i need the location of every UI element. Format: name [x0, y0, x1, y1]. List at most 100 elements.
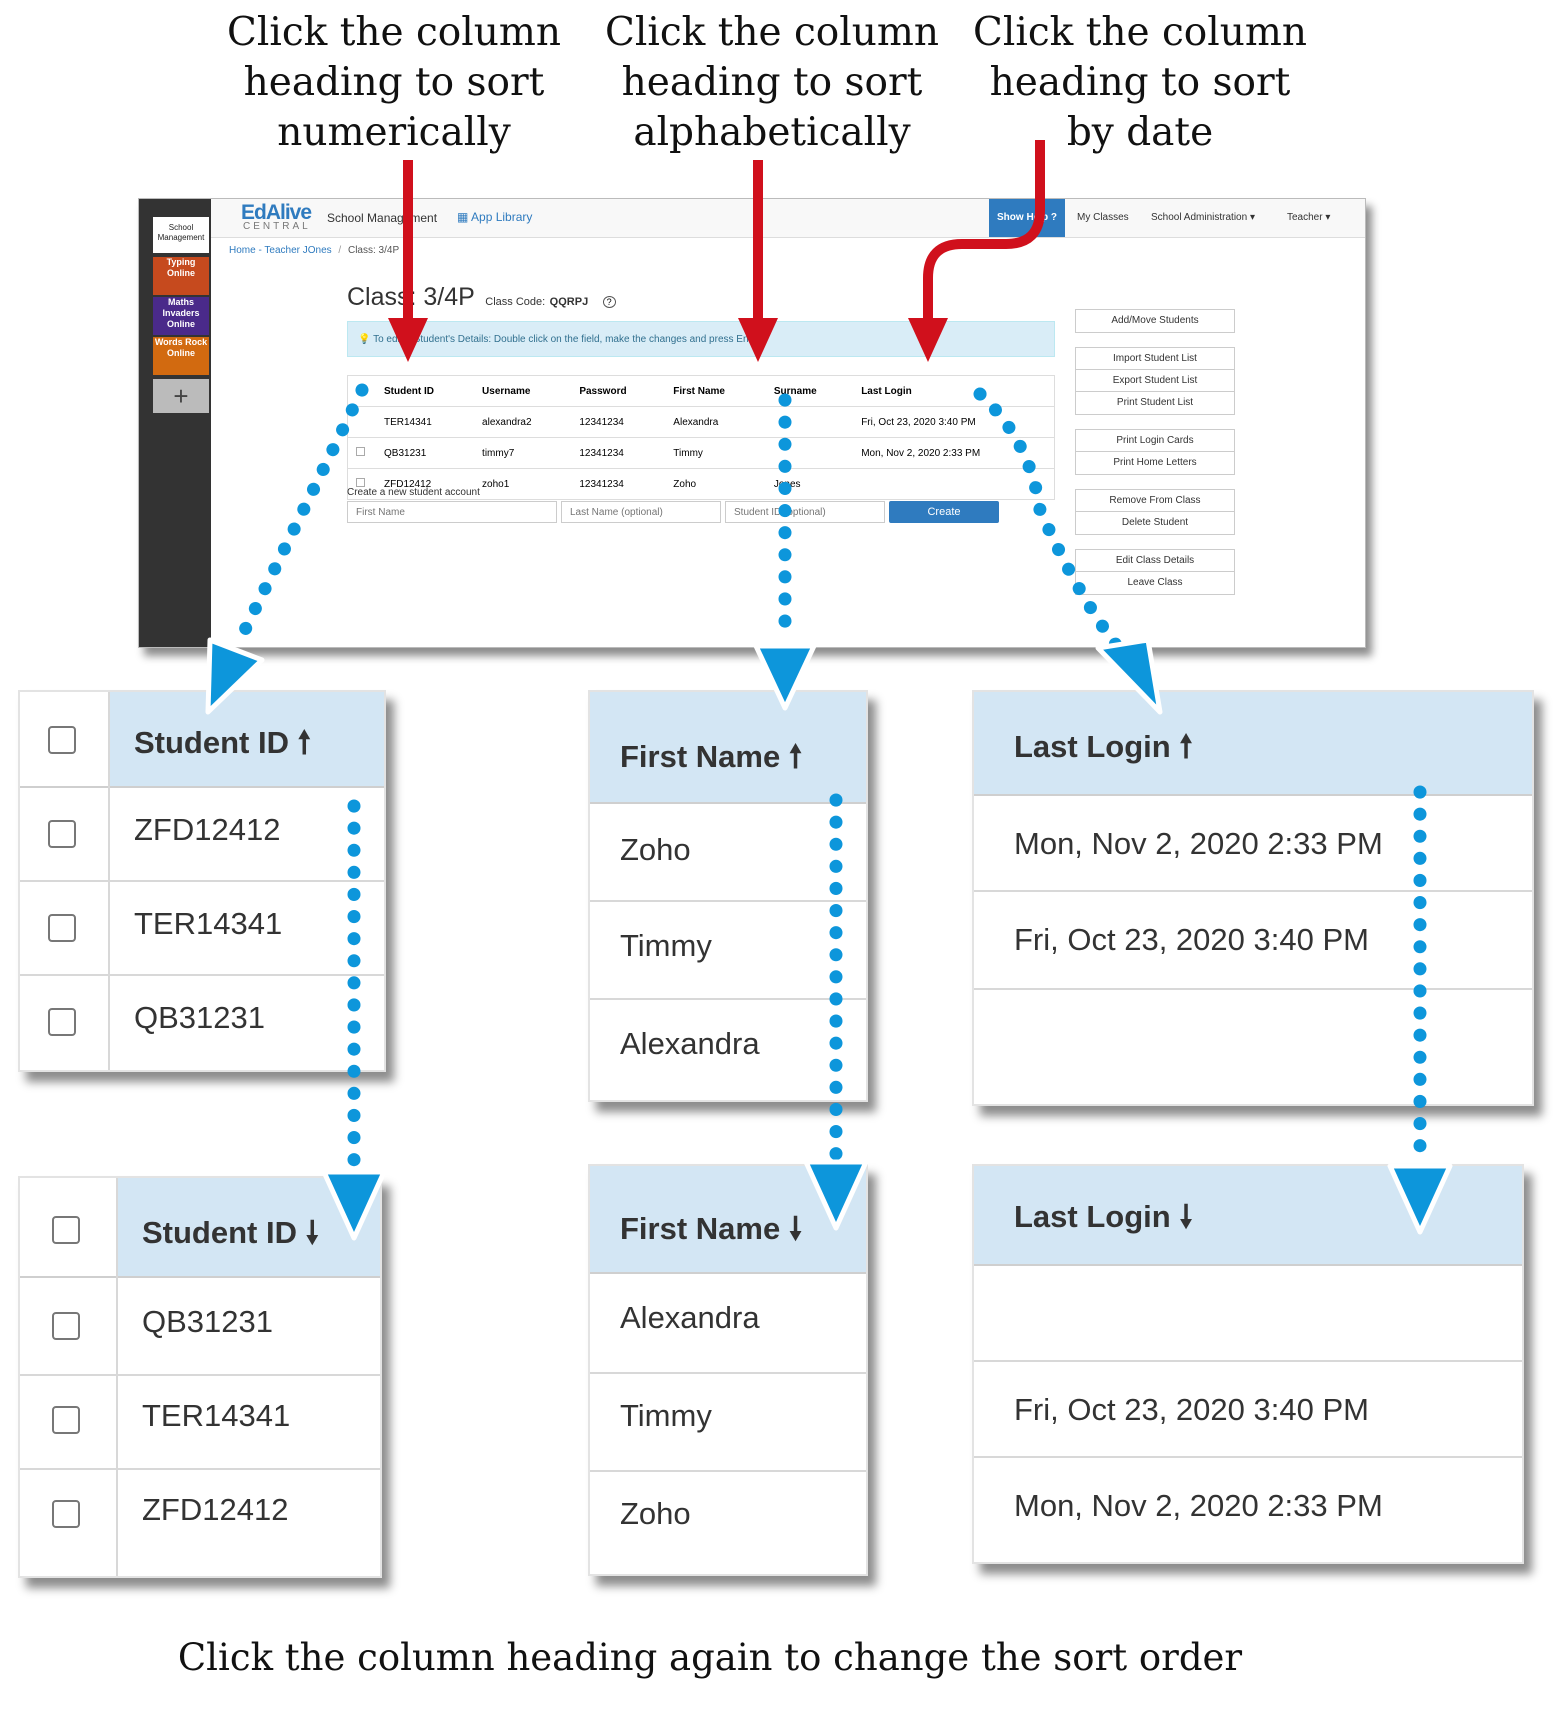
cell-password[interactable]: 12341234 — [571, 468, 666, 500]
row-checkbox[interactable] — [48, 820, 76, 848]
sidebar-tile-maths-invaders[interactable]: Maths Invaders Online — [153, 297, 209, 335]
cell-first-name[interactable]: Zoho — [665, 468, 766, 500]
panel-student-id-ascending: Student ID 🠕 ZFD12412 TER14341 QB31231 — [18, 690, 386, 1072]
cell-first-name[interactable]: Timmy — [620, 1398, 712, 1433]
cell-first-name[interactable]: Alexandra — [620, 1026, 760, 1061]
lightbulb-icon: 💡 — [358, 334, 371, 345]
row-divider — [974, 890, 1532, 892]
student-id-input[interactable] — [725, 501, 885, 523]
row-divider — [974, 988, 1532, 990]
breadcrumb: Home - Teacher JOnes / Class: 3/4P — [229, 245, 399, 256]
th-first-name[interactable]: First Name — [665, 375, 766, 407]
cell-last-login: Mon, Nov 2, 2020 2:33 PM — [1014, 1488, 1383, 1523]
row-checkbox[interactable] — [52, 1312, 80, 1340]
help-circle-icon[interactable]: ? — [602, 296, 616, 308]
row-checkbox[interactable] — [347, 468, 376, 500]
breadcrumb-home[interactable]: Home - Teacher JOnes — [229, 245, 332, 256]
cell-student-id[interactable]: QB31231 — [142, 1304, 273, 1339]
cell-username[interactable]: timmy7 — [474, 437, 572, 469]
row-checkbox[interactable] — [52, 1500, 80, 1528]
cell-student-id[interactable]: ZFD12412 — [142, 1492, 289, 1527]
checkbox-icon[interactable] — [356, 447, 365, 456]
row-divider — [20, 1374, 380, 1376]
cell-first-name[interactable]: Timmy — [665, 437, 766, 469]
select-all-checkbox[interactable] — [48, 726, 76, 754]
cell-last-login: Mon, Nov 2, 2020 2:33 PM — [1014, 826, 1383, 861]
cell-first-name[interactable]: Zoho — [620, 1496, 691, 1531]
th-username[interactable]: Username — [474, 375, 572, 407]
leave-class-button[interactable]: Leave Class — [1075, 571, 1235, 595]
cell-student-id[interactable]: ZFD12412 — [376, 468, 475, 500]
cell-first-name[interactable]: Alexandra — [620, 1300, 760, 1335]
caption-sort-numerically: Click the column heading to sort numeric… — [184, 8, 604, 158]
delete-student-button[interactable]: Delete Student — [1075, 511, 1235, 535]
sidebar-school-management[interactable]: School Management — [153, 217, 209, 253]
add-app-button[interactable]: + — [153, 379, 209, 413]
app-sidebar: School Management Typing Online Maths In… — [139, 199, 211, 647]
show-help-button[interactable]: Show Help ? — [989, 199, 1065, 237]
cell-password[interactable]: 12341234 — [571, 437, 666, 469]
cell-student-id[interactable]: QB31231 — [376, 437, 475, 469]
select-all-checkbox[interactable] — [52, 1216, 80, 1244]
cell-first-name[interactable]: Alexandra — [665, 406, 766, 438]
first-name-input[interactable] — [347, 501, 557, 523]
brand-logo[interactable]: EdAlive — [241, 201, 312, 224]
cell-student-id[interactable]: TER14341 — [142, 1398, 291, 1433]
th-password[interactable]: Password — [571, 375, 666, 407]
cell-username[interactable]: alexandra2 — [474, 406, 572, 438]
nav-app-library[interactable]: ▦ App Library — [457, 210, 532, 224]
th-last-login[interactable]: Last Login 🠗 — [1014, 1194, 1193, 1247]
red-arrow-student-id — [388, 160, 428, 362]
sidebar-tile-typing[interactable]: Typing Online — [153, 257, 209, 295]
sort-arrow-up-icon: 🠕 — [297, 725, 311, 760]
row-checkbox[interactable] — [347, 437, 376, 469]
sidebar-tile-words-rock[interactable]: Words Rock Online — [153, 337, 209, 375]
row-checkbox[interactable] — [52, 1406, 80, 1434]
import-student-list-button[interactable]: Import Student List — [1075, 347, 1235, 371]
nav-school-administration[interactable]: School Administration ▾ — [1151, 212, 1255, 223]
th-last-login[interactable]: Last Login — [853, 375, 1055, 407]
cell-username[interactable]: zoho1 — [474, 468, 572, 500]
checkbox-icon[interactable] — [356, 478, 365, 487]
th-first-name[interactable]: First Name 🠗 — [620, 1206, 802, 1259]
breadcrumb-class: Class: 3/4P — [347, 245, 400, 256]
cell-student-id[interactable]: TER14341 — [376, 406, 475, 438]
nav-teacher-menu[interactable]: Teacher ▾ — [1287, 212, 1331, 223]
blue-arrowhead — [1387, 1163, 1453, 1235]
row-divider — [590, 900, 866, 902]
nav-my-classes[interactable]: My Classes — [1077, 212, 1129, 223]
last-name-input[interactable] — [561, 501, 721, 523]
th-first-name[interactable]: First Name 🠕 — [620, 734, 802, 787]
cell-last-login: Fri, Oct 23, 2020 3:40 PM — [1014, 922, 1369, 957]
row-checkbox[interactable] — [48, 1008, 76, 1036]
th-student-id[interactable]: Student ID 🠗 — [142, 1210, 319, 1263]
add-move-students-button[interactable]: Add/Move Students — [1075, 309, 1235, 333]
th-student-id[interactable]: Student ID — [376, 375, 475, 407]
cell-student-id[interactable]: TER14341 — [134, 906, 283, 941]
create-button[interactable]: Create — [889, 501, 999, 523]
remove-from-class-button[interactable]: Remove From Class — [1075, 489, 1235, 513]
print-home-letters-button[interactable]: Print Home Letters — [1075, 451, 1235, 475]
row-checkbox[interactable] — [48, 914, 76, 942]
cell-last-login: Fri, Oct 23, 2020 3:40 PM — [1014, 1392, 1369, 1427]
breadcrumb-separator: / — [338, 245, 342, 256]
cell-password[interactable]: 12341234 — [571, 406, 666, 438]
row-divider — [974, 1456, 1522, 1458]
cell-student-id[interactable]: ZFD12412 — [134, 812, 281, 847]
th-last-login[interactable]: Last Login 🠕 — [1014, 724, 1193, 777]
class-code-label: Class Code: — [485, 296, 546, 308]
sort-arrow-down-icon: 🠗 — [305, 1215, 319, 1250]
print-student-list-button[interactable]: Print Student List — [1075, 391, 1235, 415]
cell-first-name[interactable]: Timmy — [620, 928, 712, 963]
th-student-id[interactable]: Student ID 🠕 — [134, 720, 311, 773]
table-row: ZFD12412 zoho1 12341234 Zoho Jones — [347, 468, 1055, 500]
cell-first-name[interactable]: Zoho — [620, 832, 691, 867]
table-row: TER14341 alexandra2 12341234 Alexandra F… — [347, 406, 1055, 438]
table-row: QB31231 timmy7 12341234 Timmy Mon, Nov 2… — [347, 437, 1055, 469]
cell-student-id[interactable]: QB31231 — [134, 1000, 265, 1035]
panel-header-row — [974, 692, 1532, 796]
caption-line: by date — [1066, 110, 1214, 155]
panel-student-id-descending: Student ID 🠗 QB31231 TER14341 ZFD12412 — [18, 1176, 382, 1578]
row-divider — [20, 880, 384, 882]
